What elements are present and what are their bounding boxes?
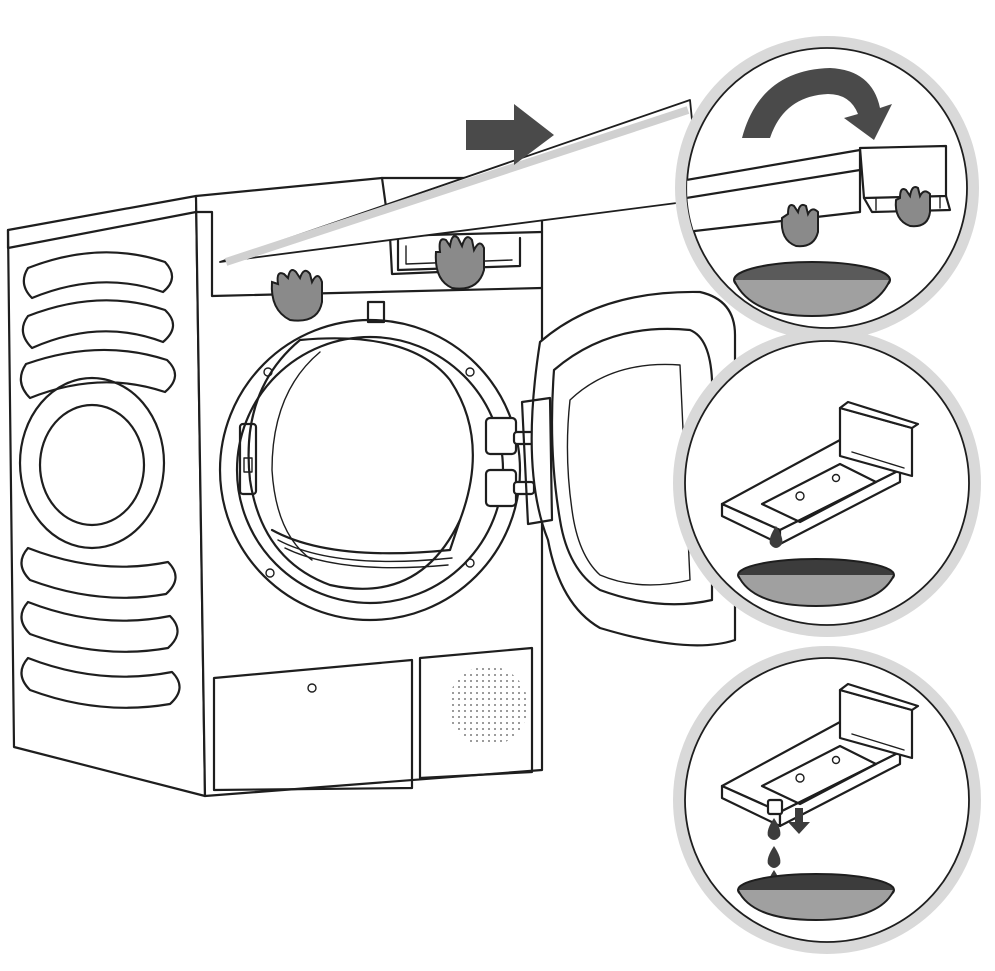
step-2-callout <box>673 329 981 637</box>
step-1-callout <box>675 36 979 340</box>
dryer <box>6 176 737 798</box>
dryer-side-panel <box>6 194 207 798</box>
down-arrow-icon <box>788 808 810 834</box>
rotate-arrow-icon <box>742 68 892 140</box>
dryer-front <box>194 176 544 798</box>
dryer-door-open <box>520 290 737 647</box>
speaker-grille <box>448 666 528 746</box>
right-arrow-icon <box>466 104 554 165</box>
water-drop-icon <box>769 526 783 548</box>
hand-icon <box>270 235 485 322</box>
step-3-callout <box>673 646 981 954</box>
